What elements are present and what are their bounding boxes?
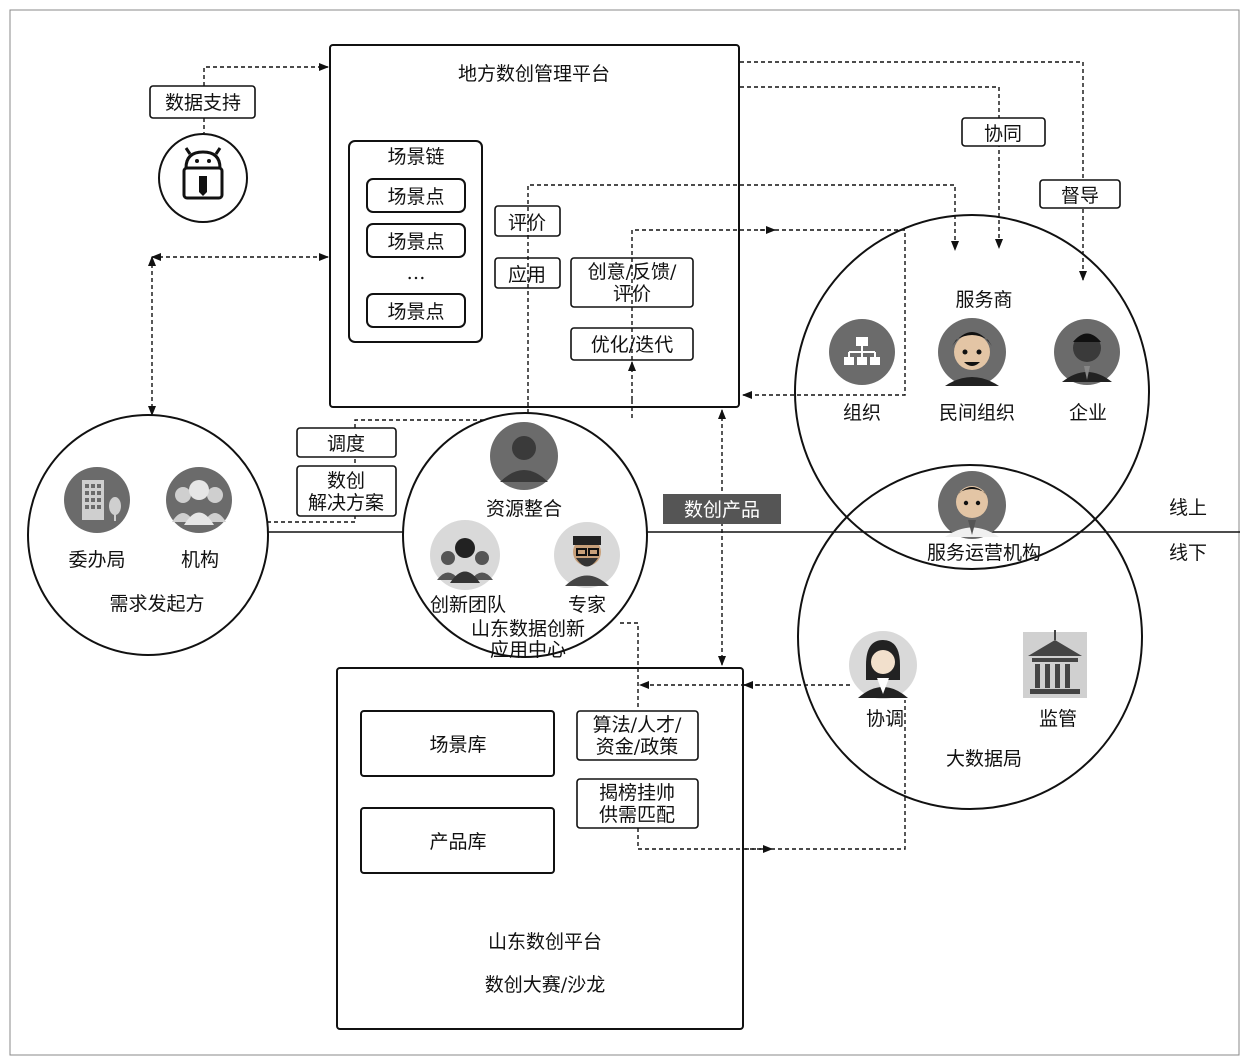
evaluate-label: 评价 [508,212,546,234]
matching-line2: 供需匹配 [599,804,675,826]
bureau-title: 大数据局 [946,748,1022,770]
platform-top-title: 地方数创管理平台 [458,63,610,85]
product-lib-label: 产品库 [429,831,486,853]
scene-lib-label: 场景库 [429,734,486,756]
scene-ellipsis: … [407,262,426,284]
big-data-bureau-circle [797,464,1143,810]
data-support-tag [149,85,256,119]
center-circle [402,412,648,658]
platform-bottom-title: 山东数创平台 [488,931,602,953]
demand-side-circle [27,414,269,656]
regulator-building-icon [1023,630,1087,698]
resources-line1: 算法/人才/ [593,714,682,736]
expert-label: 专家 [568,594,606,616]
center-to-resources-path [620,622,639,709]
resource-label: 资源整合 [486,498,562,520]
product-lib-box [360,807,555,874]
demand-item-bureau: 委办局 [68,549,125,571]
platform-bottom-subtitle: 数创大赛/沙龙 [485,974,605,996]
service-provider-circle [794,214,1150,570]
online-label: 线上 [1169,497,1207,519]
collaborate-arrow [740,86,1003,249]
solution-tag [296,465,397,517]
scene-point-1: 场景点 [387,186,444,208]
android-badge-circle [158,133,248,223]
enterprise-person-icon [1054,319,1120,385]
collaborate-label: 协同 [984,123,1022,145]
supervise-arrow [740,61,1087,281]
android-lock-icon [182,147,224,200]
product-tag [663,494,781,524]
evaluate-to-service-arrow [527,184,959,400]
scene-chain-title: 场景链 [387,146,444,168]
organization-people-icon [166,467,232,533]
dispatch-path [267,419,528,523]
operator-person-icon [938,471,1006,539]
demand-item-institution: 机构 [181,549,219,571]
scene-point-2: 场景点 [387,231,444,253]
scene-point-box [366,178,466,213]
civil-org-person-icon [938,318,1006,386]
dispatch-label: 调度 [327,433,365,455]
demand-side-title: 需求发起方 [109,593,204,615]
offline-label: 线下 [1169,542,1207,564]
supervise-tag [1039,179,1121,209]
matching-line1: 揭榜挂帅 [599,782,675,804]
office-building-icon [64,467,130,533]
resources-line2: 资金/政策 [596,736,678,758]
team-icon [430,520,500,590]
expert-icon [554,522,620,588]
center-title-line2: 应用中心 [490,639,566,661]
dispatch-tag [296,427,397,458]
data-support-arrow [203,63,329,86]
supervise-label: 督导 [1061,185,1099,207]
service-feedback-arrow [631,229,906,399]
service-item-enterprise: 企业 [1069,402,1107,424]
scene-lib-box [360,710,555,777]
operator-label: 服务运营机构 [927,542,1041,564]
resources-tag [576,710,699,761]
solution-line2: 解决方案 [308,492,384,514]
service-item-civil: 民间组织 [939,402,1015,424]
apply-label: 应用 [508,264,546,286]
regulate-label: 监管 [1039,708,1077,730]
collaborate-tag [961,117,1046,147]
resource-person-icon [490,422,558,490]
center-title-line1: 山东数据创新 [471,618,585,640]
scene-point-3: 场景点 [387,301,444,323]
coordinate-label: 协调 [866,708,904,730]
team-label: 创新团队 [430,594,506,616]
product-tag-label: 数创产品 [684,499,760,521]
coordinator-icon [849,631,917,699]
scene-point-box [366,293,466,328]
org-chart-icon [829,319,895,385]
service-title: 服务商 [955,289,1012,311]
service-item-org: 组织 [843,402,881,424]
scene-point-box [366,223,466,258]
data-support-label: 数据支持 [165,92,241,114]
solution-line1: 数创 [327,470,365,492]
